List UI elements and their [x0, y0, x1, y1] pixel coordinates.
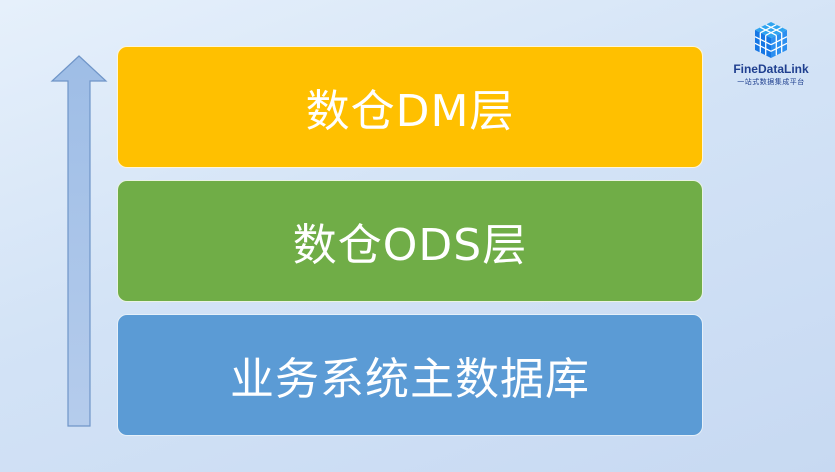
brand-logo: FineDataLink 一站式数据集成平台 [728, 20, 814, 87]
layer-dm-label: 数仓DM层 [305, 86, 515, 137]
layer-ods: 数仓ODS层 [117, 180, 703, 302]
logo-name: FineDataLink [733, 62, 809, 76]
up-arrow-icon [50, 55, 108, 427]
layer-source-db-label: 业务系统主数据库 [230, 354, 590, 405]
layer-dm: 数仓DM层 [117, 46, 703, 168]
layer-ods-label: 数仓ODS层 [292, 220, 528, 271]
cube-logo-icon [754, 22, 788, 58]
layer-source-db: 业务系统主数据库 [117, 314, 703, 436]
logo-tagline: 一站式数据集成平台 [737, 78, 805, 86]
